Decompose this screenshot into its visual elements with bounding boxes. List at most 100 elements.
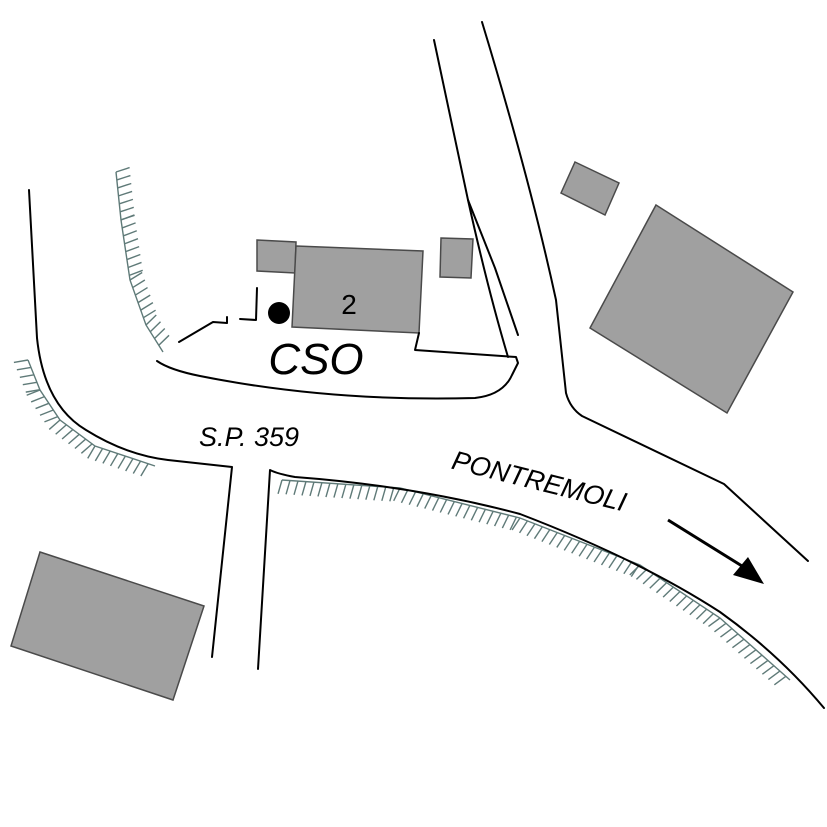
building-annex <box>256 239 297 274</box>
slope-tooth <box>80 443 93 454</box>
slope-tooth <box>478 509 487 523</box>
slope-tooth <box>123 230 138 237</box>
road-edge-north-right <box>481 21 809 562</box>
slope-tooth <box>526 523 536 537</box>
slope-tooth <box>121 222 136 229</box>
slope-tooth <box>68 433 80 445</box>
slope-tooth <box>689 604 701 616</box>
slope-tooth <box>424 495 432 509</box>
slope-tooth <box>143 309 156 319</box>
slope-tooth <box>349 484 355 499</box>
slope-tooth <box>563 538 573 551</box>
slope-tooth <box>127 261 142 269</box>
road-edge-north-left <box>433 39 509 358</box>
slope-tooth <box>586 546 596 560</box>
slope-tooth <box>25 389 41 393</box>
slope-tooth <box>140 463 149 477</box>
slope-tooth <box>125 458 134 472</box>
slope-tooth <box>285 480 291 495</box>
station-marker-icon <box>268 302 290 324</box>
slope-tooth <box>662 586 674 598</box>
slope-tooth <box>119 206 134 213</box>
slope-tooth <box>541 529 551 542</box>
slope-tooth <box>87 445 96 459</box>
slope-tooth <box>533 526 543 540</box>
slope-tooth <box>149 321 162 333</box>
slope-tooth <box>48 419 61 430</box>
slope-tooth <box>431 497 440 511</box>
slope-tooth <box>44 415 59 423</box>
slope-tooth <box>117 455 126 469</box>
slope-tooth <box>140 302 154 311</box>
slope-tooth <box>593 549 603 563</box>
slope-tooth <box>39 409 54 416</box>
slope-tooth <box>682 599 694 611</box>
slope-tooth <box>642 573 654 585</box>
slope-tooth <box>518 520 529 534</box>
slope-tooth <box>408 491 417 506</box>
courtyard-boundary <box>156 332 519 400</box>
slope-tooth <box>720 628 733 638</box>
slope-tooth <box>132 460 142 474</box>
slope-tooth <box>145 314 157 326</box>
slope-tooth <box>277 479 283 494</box>
road-name-label: S.P. 359 <box>199 422 299 452</box>
road-edge-south <box>257 469 825 709</box>
slope-tooth <box>486 510 494 525</box>
slope-tooth <box>381 486 387 501</box>
slope-tooth <box>116 174 131 181</box>
slope-tooth <box>655 582 668 594</box>
slope-tooth <box>635 568 648 580</box>
slope-hatching <box>13 166 791 686</box>
slope-tooth <box>743 649 757 659</box>
slope-tooth <box>22 381 38 386</box>
slope-tooth <box>578 543 588 557</box>
slope-tooth <box>393 487 401 502</box>
slope-tooth <box>773 675 787 686</box>
building-number-label: 2 <box>341 289 357 320</box>
slope-tooth <box>373 486 379 501</box>
building-bottom-left <box>10 551 205 701</box>
road-edge-north-inner <box>467 199 519 336</box>
slope-tooth <box>509 516 518 531</box>
slope-tooth <box>767 670 781 681</box>
slope-tooth <box>13 359 29 364</box>
slope-tooth <box>309 481 315 497</box>
slope-hatch-upper-left <box>115 166 170 353</box>
building-2 <box>291 245 424 334</box>
slope-tooth <box>118 190 133 197</box>
slope-tooth <box>325 483 331 498</box>
slope-tooth <box>493 512 502 527</box>
slope-tooth <box>649 577 661 589</box>
slope-tooth <box>124 238 139 245</box>
slope-hatch-left <box>13 359 156 477</box>
slope-tooth <box>416 493 424 507</box>
slope-tooth <box>556 535 566 548</box>
slope-tooth <box>726 633 739 643</box>
slope-tooth <box>675 595 688 607</box>
slope-tooth <box>511 517 521 531</box>
slope-line <box>281 479 791 681</box>
slope-tooth <box>357 485 363 500</box>
slope-tooth <box>94 448 104 462</box>
slope-tooth <box>501 514 510 529</box>
slope-tooth <box>462 505 471 519</box>
slope-tooth <box>615 558 625 572</box>
slope-tooth <box>600 552 610 566</box>
slope-tooth <box>714 622 727 633</box>
building-small-square <box>439 237 474 279</box>
slope-tooth <box>16 366 32 371</box>
slope-tooth <box>61 429 74 440</box>
slope-tooth <box>669 591 681 603</box>
slope-tooth <box>117 182 132 189</box>
slope-tooth <box>548 532 558 545</box>
slope-tooth <box>293 480 299 496</box>
slope-hatch-main-road <box>277 479 791 686</box>
road-edges <box>28 21 825 709</box>
slope-tooth <box>608 555 618 569</box>
slope-tooth <box>695 608 708 620</box>
slope-tooth <box>732 638 745 649</box>
slope-tooth <box>439 499 448 513</box>
slope-tooth <box>19 374 35 378</box>
